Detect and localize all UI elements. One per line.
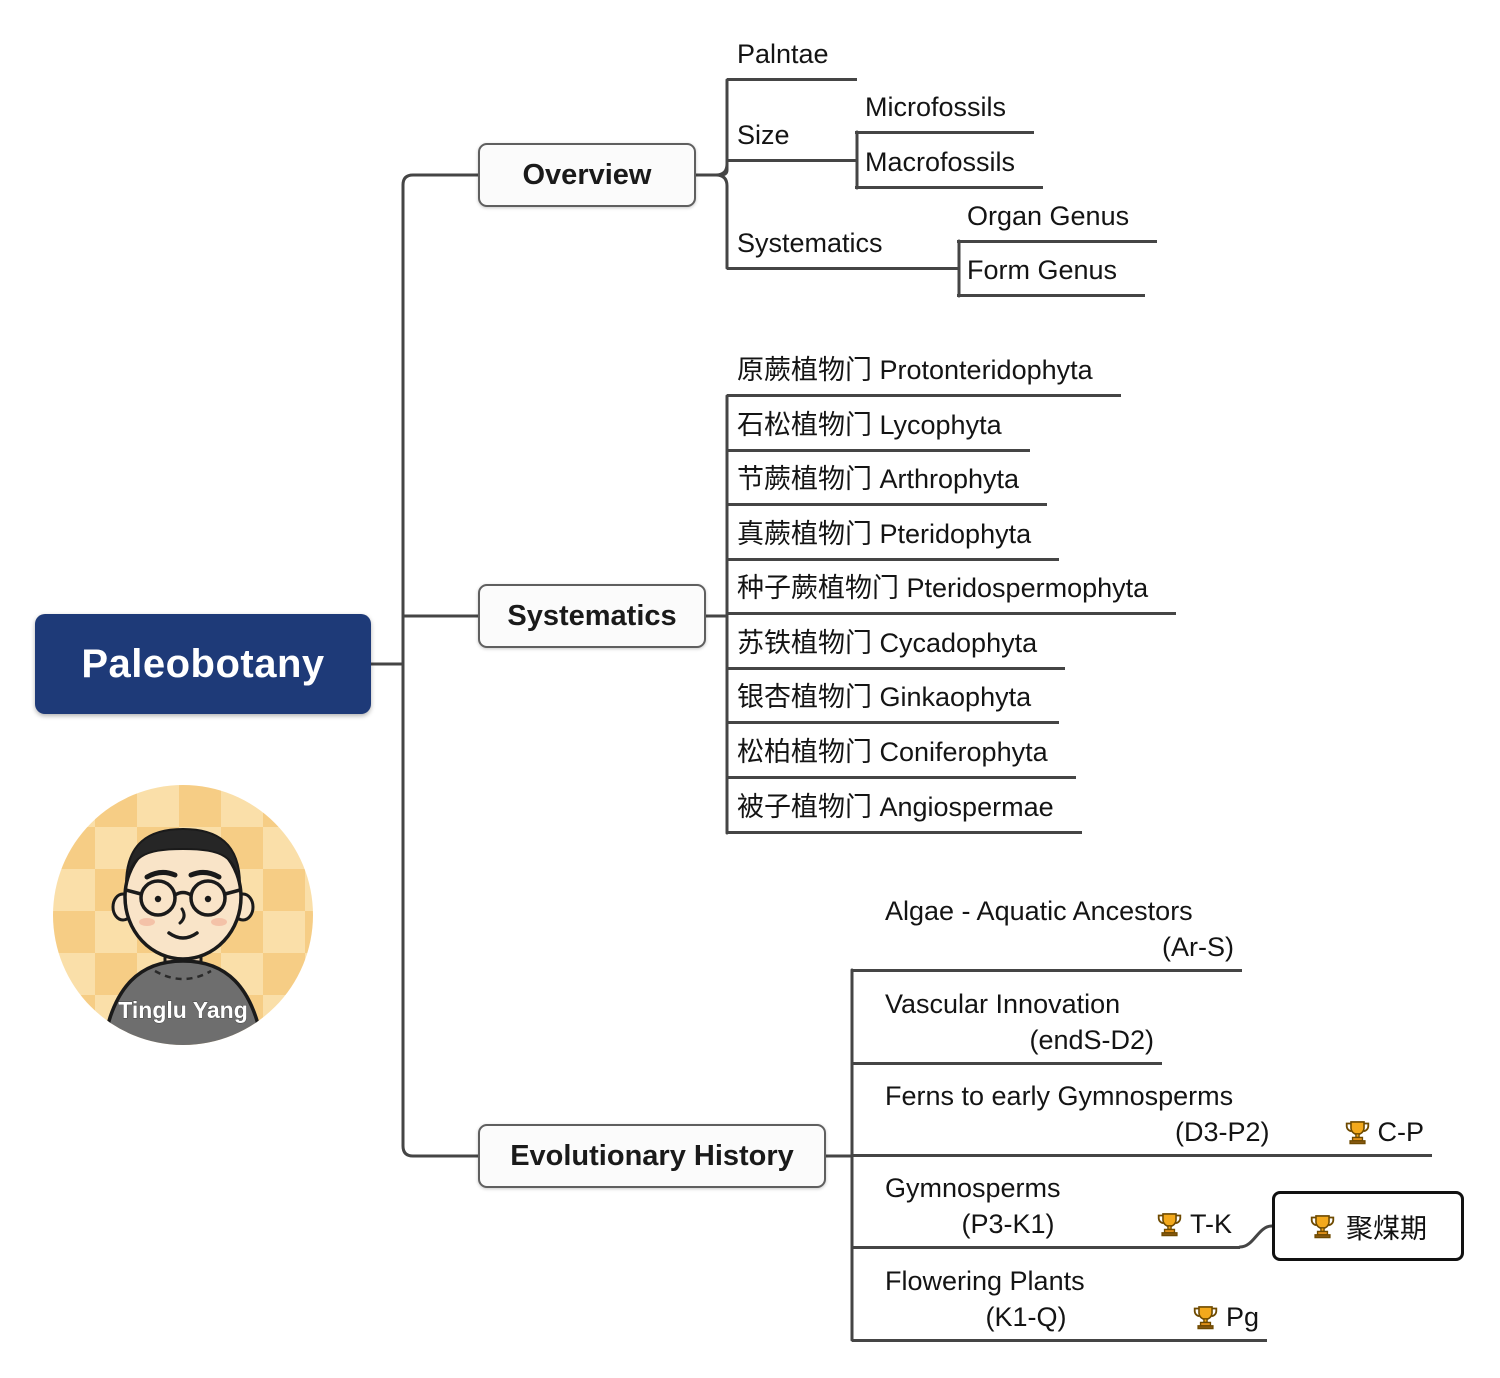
trophy-icon bbox=[1192, 1304, 1219, 1331]
node-stage-vascular[interactable]: Vascular Innovation (endS-D2) bbox=[852, 986, 1162, 1065]
marker-label: T-K bbox=[1189, 1209, 1232, 1239]
node-stage-ferns[interactable]: Ferns to early Gymnosperms (D3-P2) C-P bbox=[852, 1078, 1432, 1157]
node-phylum-pteridophyta[interactable]: 真蕨植物门 Pteridophyta bbox=[727, 516, 1060, 561]
branch-evolutionary-history[interactable]: Evolutionary History bbox=[478, 1124, 826, 1188]
node-stage-algae[interactable]: Algae - Aquatic Ancestors (Ar-S) bbox=[852, 893, 1242, 972]
marker-t-k: T-K bbox=[1156, 1206, 1232, 1242]
stage-title: Vascular Innovation bbox=[885, 989, 1121, 1019]
stage-period: (Ar-S) bbox=[1162, 932, 1234, 962]
node-stage-flowering[interactable]: Flowering Plants (K1-Q) Pg bbox=[852, 1263, 1267, 1342]
node-phylum-pteridospermophyta[interactable]: 种子蕨植物门 Pteridospermophyta bbox=[727, 570, 1177, 615]
branch-overview[interactable]: Overview bbox=[478, 143, 696, 207]
trophy-icon bbox=[1156, 1211, 1183, 1238]
avatar-illustration: Tinglu Yang bbox=[53, 785, 313, 1045]
stage-period: (K1-Q) bbox=[985, 1302, 1067, 1332]
node-phylum-angiospermae[interactable]: 被子植物门 Angiospermae bbox=[727, 789, 1082, 834]
node-macrofossils[interactable]: Macrofossils bbox=[855, 144, 1044, 189]
trophy-icon bbox=[1309, 1213, 1336, 1240]
node-stage-gymnosperms[interactable]: Gymnosperms (P3-K1) T-K bbox=[852, 1170, 1240, 1249]
stage-title: Algae - Aquatic Ancestors bbox=[885, 896, 1193, 926]
node-phylum-cycadophyta[interactable]: 苏铁植物门 Cycadophyta bbox=[727, 625, 1066, 670]
trophy-icon bbox=[1344, 1119, 1371, 1146]
stage-title: Flowering Plants bbox=[885, 1266, 1085, 1296]
node-microfossils[interactable]: Microfossils bbox=[855, 89, 1035, 134]
stage-title: Gymnosperms bbox=[885, 1173, 1061, 1203]
avatar-name: Tinglu Yang bbox=[118, 997, 248, 1023]
node-phylum-coniferophyta[interactable]: 松柏植物门 Coniferophyta bbox=[727, 734, 1076, 779]
node-phylum-ginkaophyta[interactable]: 银杏植物门 Ginkaophyta bbox=[727, 679, 1060, 724]
node-form-genus[interactable]: Form Genus bbox=[957, 252, 1146, 297]
stage-title: Ferns to early Gymnosperms bbox=[885, 1081, 1234, 1111]
marker-c-p: C-P bbox=[1344, 1114, 1425, 1150]
marker-pg: Pg bbox=[1192, 1299, 1259, 1335]
node-coal-period-callout[interactable]: 聚煤期 bbox=[1272, 1191, 1464, 1261]
node-phylum-protonteridophyta[interactable]: 原蕨植物门 Protonteridophyta bbox=[727, 352, 1121, 397]
callout-label: 聚煤期 bbox=[1346, 1213, 1427, 1244]
node-phylum-lycophyta[interactable]: 石松植物门 Lycophyta bbox=[727, 407, 1030, 452]
marker-label: Pg bbox=[1225, 1302, 1259, 1332]
branch-systematics[interactable]: Systematics bbox=[478, 584, 706, 648]
stage-period: (D3-P2) bbox=[1174, 1117, 1270, 1147]
stage-period: (endS-D2) bbox=[1029, 1025, 1154, 1055]
node-size[interactable]: Size bbox=[727, 117, 857, 162]
node-phylum-arthrophyta[interactable]: 节蕨植物门 Arthrophyta bbox=[727, 461, 1048, 506]
avatar: Tinglu Yang bbox=[53, 785, 313, 1045]
stage-period: (P3-K1) bbox=[961, 1209, 1055, 1239]
node-systematics-sub[interactable]: Systematics bbox=[727, 225, 959, 270]
marker-label: C-P bbox=[1377, 1117, 1425, 1147]
root-node-paleobotany[interactable]: Paleobotany bbox=[35, 614, 371, 714]
node-palntae[interactable]: Palntae bbox=[727, 36, 857, 81]
node-organ-genus[interactable]: Organ Genus bbox=[957, 198, 1158, 243]
